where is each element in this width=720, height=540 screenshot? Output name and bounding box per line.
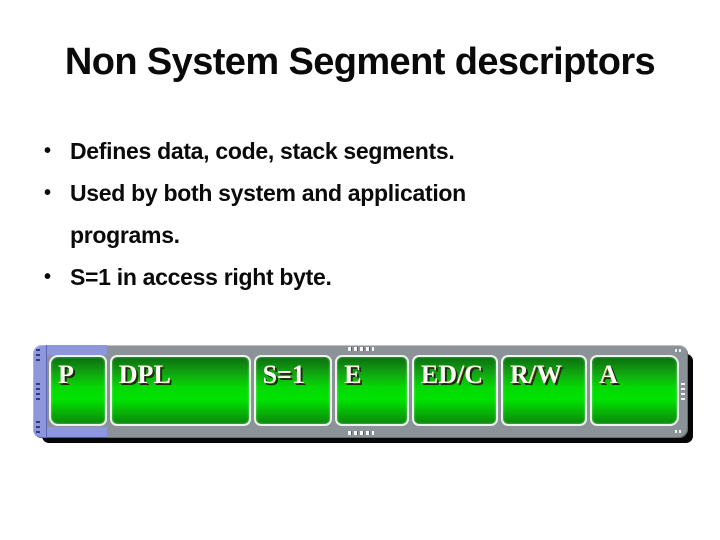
field-cell: R/W: [501, 355, 588, 426]
field-label: S=1: [262, 360, 305, 389]
field-label: R/W: [510, 360, 562, 389]
frame-tick-marks: [36, 383, 40, 403]
bullet-item: • Defines data, code, stack segments.: [44, 130, 584, 172]
frame-rivet-dots-bottom: [347, 431, 374, 435]
bullet-dot-icon: •: [44, 140, 52, 162]
bullet-dot-icon: •: [44, 182, 52, 204]
frame-rivet-dots-top: [347, 347, 374, 351]
bullet-text: S=1 in access right byte.: [70, 264, 332, 290]
frame-corner-dots: [675, 349, 683, 352]
frame-tick-marks: [36, 421, 40, 433]
frame-accent-left-strip: [33, 345, 47, 438]
field-cell: A: [590, 355, 679, 426]
descriptor-byte-diagram: P DPL S=1 E ED/C R/W A: [33, 345, 688, 438]
bullet-text: Used by both system and application prog…: [70, 180, 466, 248]
field-label: ED/C: [420, 360, 484, 389]
frame-accent-bottom-left: [33, 427, 107, 438]
field-cell: P: [49, 355, 107, 426]
field-cell: ED/C: [411, 355, 498, 426]
frame-rivet-dots-right: [681, 383, 685, 403]
field-label: P: [58, 360, 74, 389]
field-label: E: [344, 360, 362, 389]
field-label: DPL: [118, 360, 171, 389]
bullet-text: Defines data, code, stack segments.: [70, 138, 455, 164]
bullet-item: • Used by both system and application pr…: [44, 172, 584, 256]
field-cell: DPL: [109, 355, 251, 426]
frame-accent-top-left: [33, 345, 107, 355]
field-cell: E: [335, 355, 409, 426]
field-cell: S=1: [253, 355, 333, 426]
bullet-item: • S=1 in access right byte.: [44, 256, 584, 298]
frame-corner-dots: [675, 430, 683, 433]
bullet-dot-icon: •: [44, 266, 52, 288]
slide-title: Non System Segment descriptors: [64, 41, 656, 83]
descriptor-fields-row: P DPL S=1 E ED/C R/W A: [49, 355, 679, 426]
bullet-list: • Defines data, code, stack segments. • …: [44, 130, 584, 298]
field-label: A: [599, 360, 618, 389]
frame-tick-marks: [36, 349, 40, 361]
